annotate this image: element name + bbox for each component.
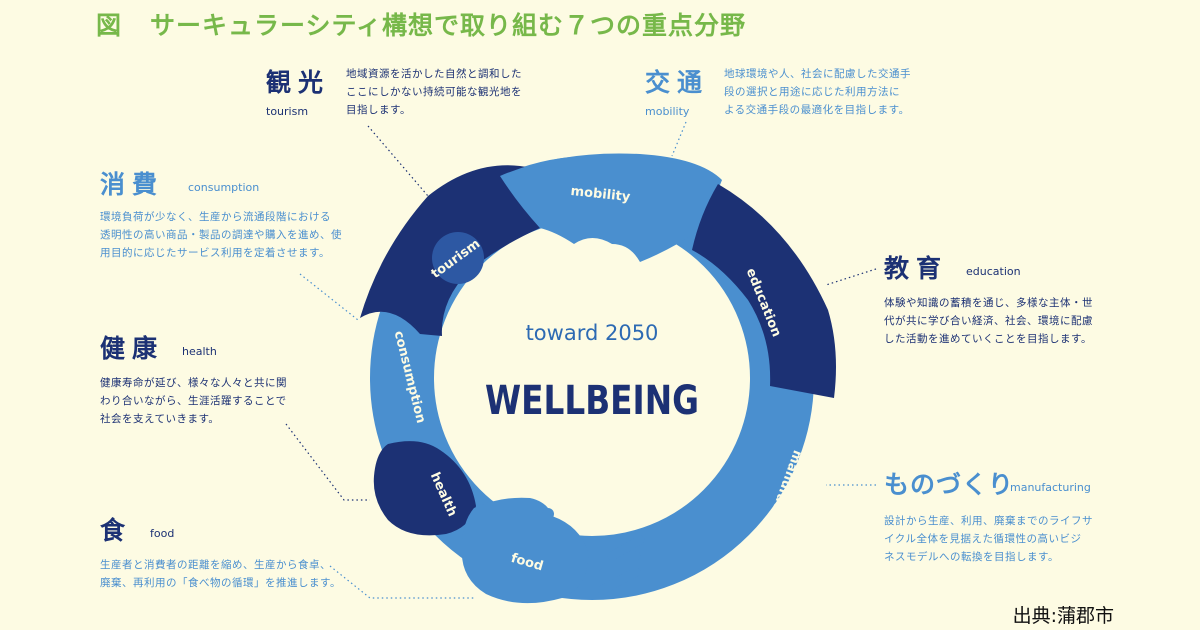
en-food: food xyxy=(150,527,175,540)
desc-food: 生産者と消費者の距離を縮め、生産から食卓、 廃棄、再利用の「食べ物の循環」を推進… xyxy=(100,559,341,589)
heading-consumption: 消費 xyxy=(100,170,165,199)
center-subtitle: toward 2050 xyxy=(526,321,659,345)
leader-food xyxy=(329,565,476,599)
heading-education: 教育 xyxy=(884,254,949,283)
food-stem xyxy=(542,508,554,520)
desc-mobility: 地球環境や人、社会に配慮した交通手 段の選択と用途に応じた利用方法に よる交通手… xyxy=(724,68,911,116)
en-consumption: consumption xyxy=(188,181,260,194)
leader-lines xyxy=(285,121,877,599)
figure-title: 図サーキュラーシティ構想で取り組む７つの重点分野 xyxy=(96,6,746,42)
segment-health xyxy=(373,441,476,536)
en-health: health xyxy=(182,345,217,358)
segment-food xyxy=(461,497,589,604)
center-main: WELLBEING xyxy=(485,378,699,424)
leader-mobility xyxy=(671,121,687,157)
en-tourism: tourism xyxy=(266,105,309,118)
leader-consumption xyxy=(299,273,359,321)
segment-education xyxy=(692,184,836,398)
segment-mobility xyxy=(500,153,722,262)
heading-food: 食 xyxy=(100,516,133,545)
desc-tourism: 地域資源を活かした自然と調和した ここにしかない持続可能な観光地を 目指します。 xyxy=(346,68,522,116)
heading-mobility: 交通 xyxy=(645,68,710,97)
heading-tourism: 観光 xyxy=(266,68,331,97)
figure-label: 図 xyxy=(96,11,123,40)
heading-health: 健康 xyxy=(100,334,165,363)
en-manufacturing: manufacturing xyxy=(1010,481,1091,494)
en-education: education xyxy=(966,265,1021,278)
en-mobility: mobility xyxy=(645,105,690,118)
desc-consumption: 環境負荷が少なく、生産から流通段階における 透明性の高い商品・製品の調達や購入を… xyxy=(100,211,342,259)
desc-health: 健康寿命が延び、様々な人々と共に関 わり合いながら、生涯活躍することで 社会を支… xyxy=(100,377,287,425)
leader-health xyxy=(285,423,370,501)
leader-education xyxy=(825,268,877,286)
ring-label-mobility: mobility xyxy=(570,184,632,205)
heading-manufacturing: ものづくり xyxy=(884,470,1015,499)
fork-tines xyxy=(597,535,645,595)
desc-education: 体験や知識の蓄積を通じ、多様な主体・世 代が共に学び合い経済、社会、環境に配慮 … xyxy=(884,297,1093,345)
leader-tourism xyxy=(367,125,429,197)
source-credit: 出典:蒲郡市 xyxy=(1012,605,1114,627)
tourism-bump xyxy=(432,232,484,284)
figure-title-text: サーキュラーシティ構想で取り組む７つの重点分野 xyxy=(150,11,747,40)
desc-manufacturing: 設計から生産、利用、廃棄までのライフサ イクル全体を見据えた循環性の高いビジ ネ… xyxy=(884,515,1093,563)
